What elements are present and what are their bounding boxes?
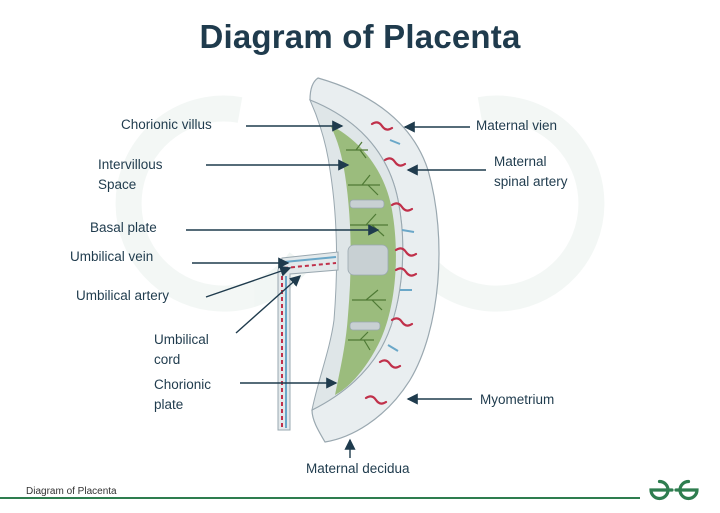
label-umbilical-cord: Umbilical cord	[154, 332, 209, 367]
villus-branches	[346, 141, 388, 351]
label-myometrium: Myometrium	[480, 392, 555, 407]
pointer-umbilical-artery	[205, 265, 292, 298]
pointer-umbilical-cord	[235, 275, 302, 334]
label-chorionic-plate: Chorionic plate	[154, 377, 212, 412]
label-chorionic-villus: Chorionic villus	[121, 117, 212, 132]
label-maternal-vein: Maternal vien	[476, 118, 558, 133]
label-maternal-spinal-artery: Maternal spinal artery	[494, 154, 568, 189]
umbilical-vessels	[281, 256, 337, 428]
page-title: Diagram of Placenta	[199, 18, 521, 55]
placental-septa	[347, 199, 389, 331]
label-umbilical-artery: Umbilical artery	[76, 288, 170, 303]
label-intervillous-space: Intervillous Space	[98, 157, 163, 192]
watermark-logo	[115, 95, 605, 312]
label-basal-plate: Basal plate	[90, 220, 157, 235]
footer-caption: Diagram of Placenta	[26, 486, 117, 497]
label-pointers	[186, 120, 486, 458]
label-maternal-decidua: Maternal decidua	[306, 461, 410, 476]
footer-divider	[0, 497, 640, 499]
geeksforgeeks-logo-icon	[649, 479, 699, 501]
label-umbilical-vein: Umbilical vein	[70, 249, 154, 264]
maternal-veins	[387, 139, 415, 352]
maternal-spiral-arteries	[364, 121, 418, 405]
